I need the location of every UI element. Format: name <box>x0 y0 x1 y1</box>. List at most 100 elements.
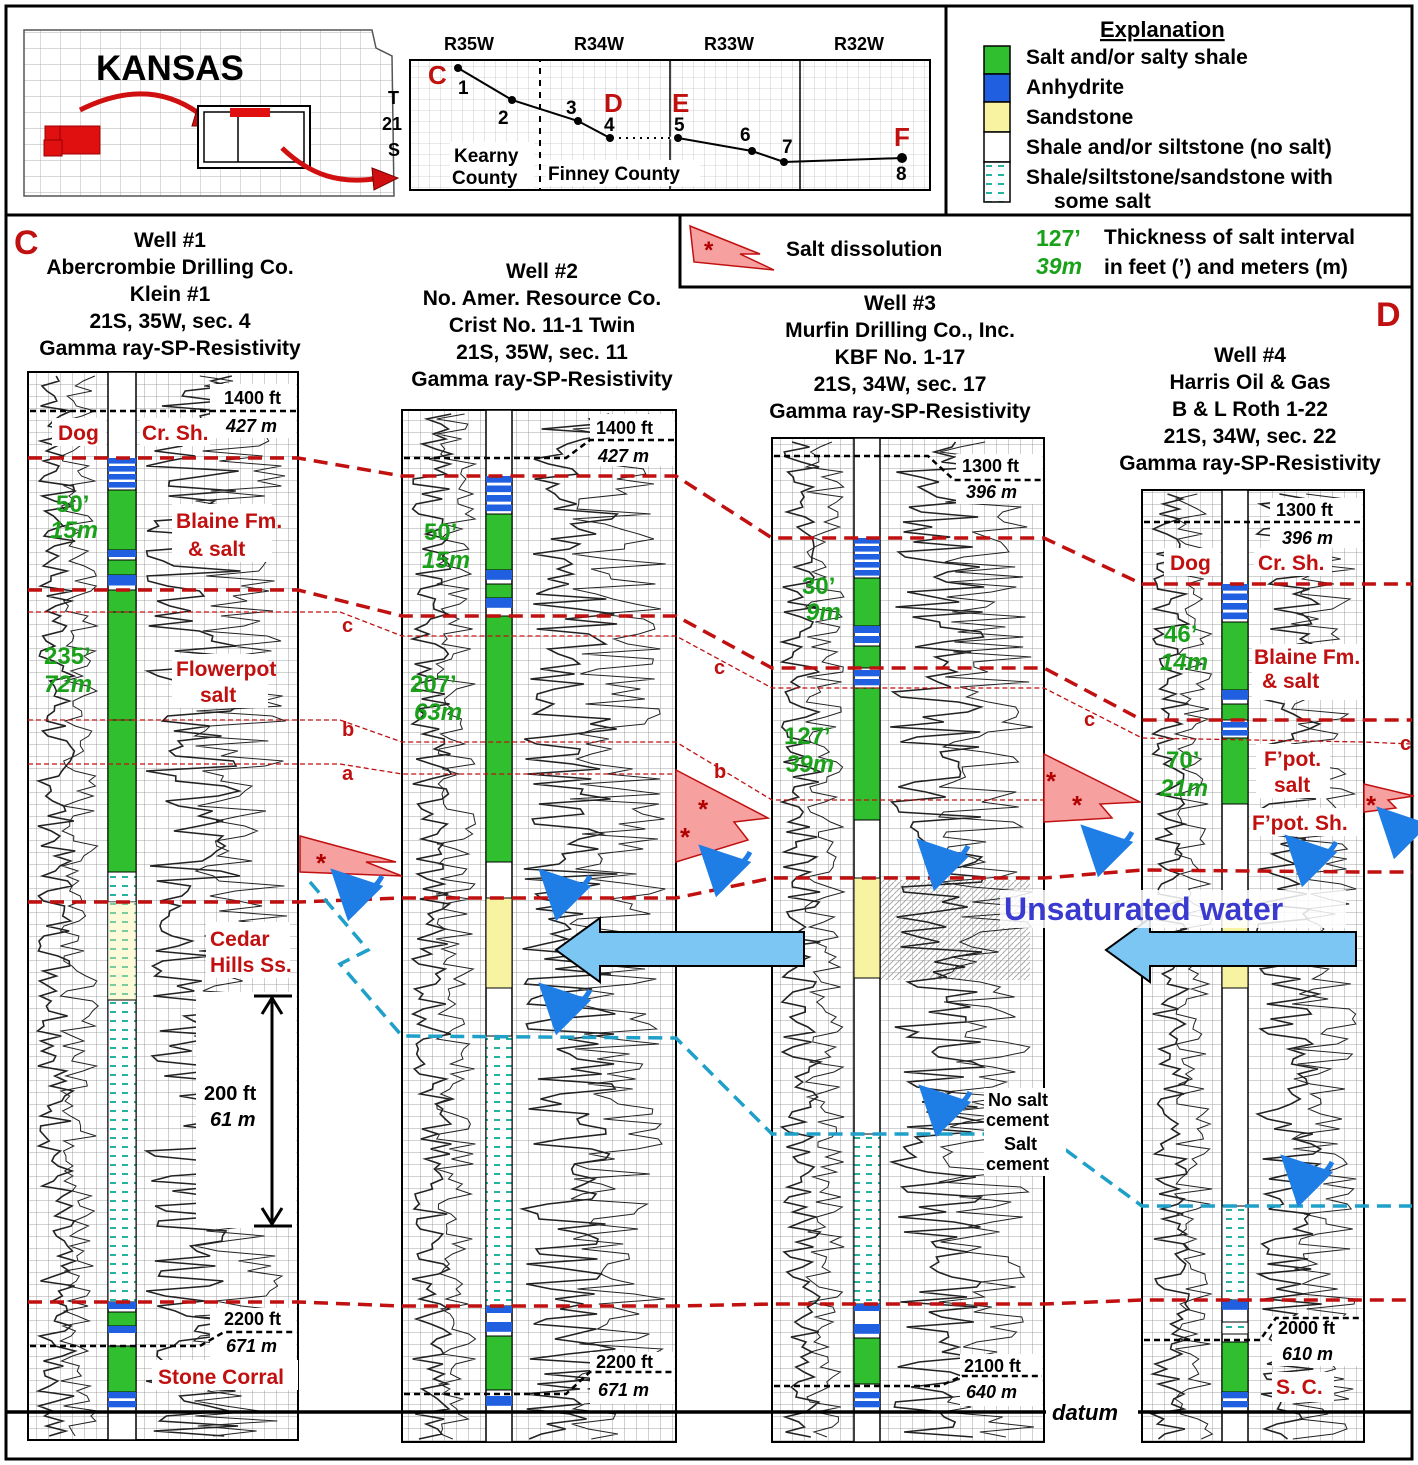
well1-thick1-ft: 50’ <box>56 491 89 518</box>
county-kearny-2: County <box>452 168 518 189</box>
legend-anhydrite: Anhydrite <box>1026 76 1124 99</box>
well3-bot-m: 640 m <box>966 1382 1017 1402</box>
well2-bot-ft: 2200 ft <box>596 1352 653 1372</box>
well4-title: Well #4 <box>1214 344 1286 367</box>
legend-salt: Salt and/or salty shale <box>1026 46 1248 69</box>
well3-operator: Murfin Drilling Co., Inc. <box>785 319 1015 342</box>
legend-thickness-ft: 127’ <box>1036 225 1081 251</box>
no-salt-label: No salt <box>988 1090 1048 1110</box>
township-21: 21 <box>382 114 402 134</box>
well1-cr-sh: Cr. Sh. <box>142 422 209 445</box>
lithology-columns <box>107 458 1249 1408</box>
well2-thick2-m: 63m <box>414 699 462 726</box>
flow-arrow-icon <box>1284 834 1339 888</box>
legend-thickness-m: 39m <box>1036 253 1082 279</box>
well1-top-ft: 1400 ft <box>224 388 281 408</box>
legend-thickness-label-2: in feet (’) and meters (m) <box>1104 256 1348 279</box>
flow-arrow-icon <box>1080 824 1135 878</box>
well1-flowerpot: Flowerpot <box>176 658 276 681</box>
flow-arrow-icon <box>538 868 593 922</box>
flow-arrows <box>330 806 1418 1208</box>
range-label-r32w: R32W <box>834 34 884 54</box>
well1-title: Well #1 <box>134 229 206 252</box>
well1-flowerpot-salt: salt <box>200 684 236 707</box>
range-label-r35w: R35W <box>444 34 494 54</box>
well4-thick2-ft: 70’ <box>1166 747 1199 774</box>
datum-label: datum <box>1052 1400 1118 1425</box>
salt-label: Salt <box>1004 1134 1037 1154</box>
well2-location: 21S, 35W, sec. 11 <box>456 341 628 364</box>
well4-dog: Dog <box>1170 552 1211 575</box>
well3-thick2-m: 39m <box>786 751 834 778</box>
flow-arrow-icon <box>1280 1154 1335 1208</box>
marker-c-2: c <box>714 657 725 679</box>
scale-m: 61 m <box>210 1109 256 1131</box>
legend-dissolution-icon <box>689 224 775 271</box>
well1-cedar: Cedar <box>210 928 270 951</box>
marker-c-3: c <box>1084 709 1095 731</box>
well2-bot-m: 671 m <box>598 1380 649 1400</box>
flow-arrow-icon <box>330 868 385 922</box>
outer-frame <box>4 4 1414 1461</box>
depth-labels: 1400 ft 427 m 1400 ft 427 m 1300 ft 396 … <box>30 384 1362 1406</box>
well2-log: Gamma ray-SP-Resistivity <box>411 368 673 391</box>
marker-a-1: a <box>342 763 354 785</box>
well2-lease: Crist No. 11-1 Twin <box>449 314 635 337</box>
cement-labels: No salt cement Salt cement <box>984 1088 1066 1176</box>
well1-bot-ft: 2200 ft <box>224 1309 281 1329</box>
map-point-e: E <box>672 88 689 118</box>
map-well-7: 7 <box>782 137 793 158</box>
well4-top-ft: 1300 ft <box>1276 500 1333 520</box>
map-well-1: 1 <box>458 78 469 99</box>
map-well-8: 8 <box>896 164 907 185</box>
well3-title: Well #3 <box>864 292 936 315</box>
county-kearny: Kearny <box>454 146 519 167</box>
flow-arrow-icon <box>918 1084 973 1138</box>
well3-thick1-m: 9m <box>806 599 841 626</box>
well1-log: Gamma ray-SP-Resistivity <box>39 337 301 360</box>
section-label-c: C <box>14 224 39 262</box>
section-location-map: R35W R34W R33W R32W T 21 S Kearny County… <box>382 34 931 191</box>
flow-arrow-icon <box>1376 806 1418 860</box>
county-finney: Finney County <box>548 164 680 185</box>
well1-dog: Dog <box>58 422 99 445</box>
legend-shale-salt-2: some salt <box>1054 190 1151 213</box>
thickness-labels: 50’ 15m 235’ 72m 50’ 15m 207’ 63m 30’ 9m… <box>44 491 1208 802</box>
well2-thick2-ft: 207’ <box>410 671 457 698</box>
salt-cement-label: cement <box>986 1154 1049 1174</box>
well3-log: Gamma ray-SP-Resistivity <box>769 400 1031 423</box>
well1-operator: Abercrombie Drilling Co. <box>46 256 293 279</box>
legend-shale-salt: Shale/siltstone/sandstone with <box>1026 166 1333 189</box>
well2-operator: No. Amer. Resource Co. <box>423 287 661 310</box>
map-point-c: C <box>428 60 447 90</box>
well4-lease: B & L Roth 1-22 <box>1172 398 1328 421</box>
well1-blaine: Blaine Fm. <box>176 510 282 533</box>
well-headers: Well #1 Abercrombie Drilling Co. Klein #… <box>39 229 1381 475</box>
well3-bot-ft: 2100 ft <box>964 1356 1021 1376</box>
well4-thick2-m: 21m <box>1159 775 1208 802</box>
map-point-f: F <box>894 122 910 152</box>
range-label-r34w: R34W <box>574 34 624 54</box>
well4-operator: Harris Oil & Gas <box>1169 371 1330 394</box>
well4-cr-sh: Cr. Sh. <box>1258 552 1325 575</box>
well2-thick1-m: 15m <box>422 547 470 574</box>
scale-bar: 200 ft 61 m <box>196 992 296 1228</box>
well4-bot-ft: 2000 ft <box>1278 1318 1335 1338</box>
well4-fpot-sh: F’pot. Sh. <box>1252 812 1348 835</box>
well4-thick1-m: 14m <box>1160 649 1208 676</box>
well4-thick1-ft: 46’ <box>1164 621 1197 648</box>
map-well-3: 3 <box>566 98 577 119</box>
kansas-map: KANSAS <box>23 29 400 197</box>
legend-shale: Shale and/or siltstone (no salt) <box>1026 136 1332 159</box>
asterisk-icon: * <box>680 822 691 852</box>
well1-thick2-m: 72m <box>44 671 92 698</box>
map-point-d: D <box>604 88 623 118</box>
well3-thick2-ft: 127’ <box>784 723 831 750</box>
well2-title: Well #2 <box>506 260 578 283</box>
well3-thick1-ft: 30’ <box>802 573 835 600</box>
map-state-label: KANSAS <box>96 49 244 88</box>
well4-salt: & salt <box>1262 670 1319 693</box>
marker-b-2: b <box>714 761 726 783</box>
well1-thick1-m: 15m <box>50 517 98 544</box>
